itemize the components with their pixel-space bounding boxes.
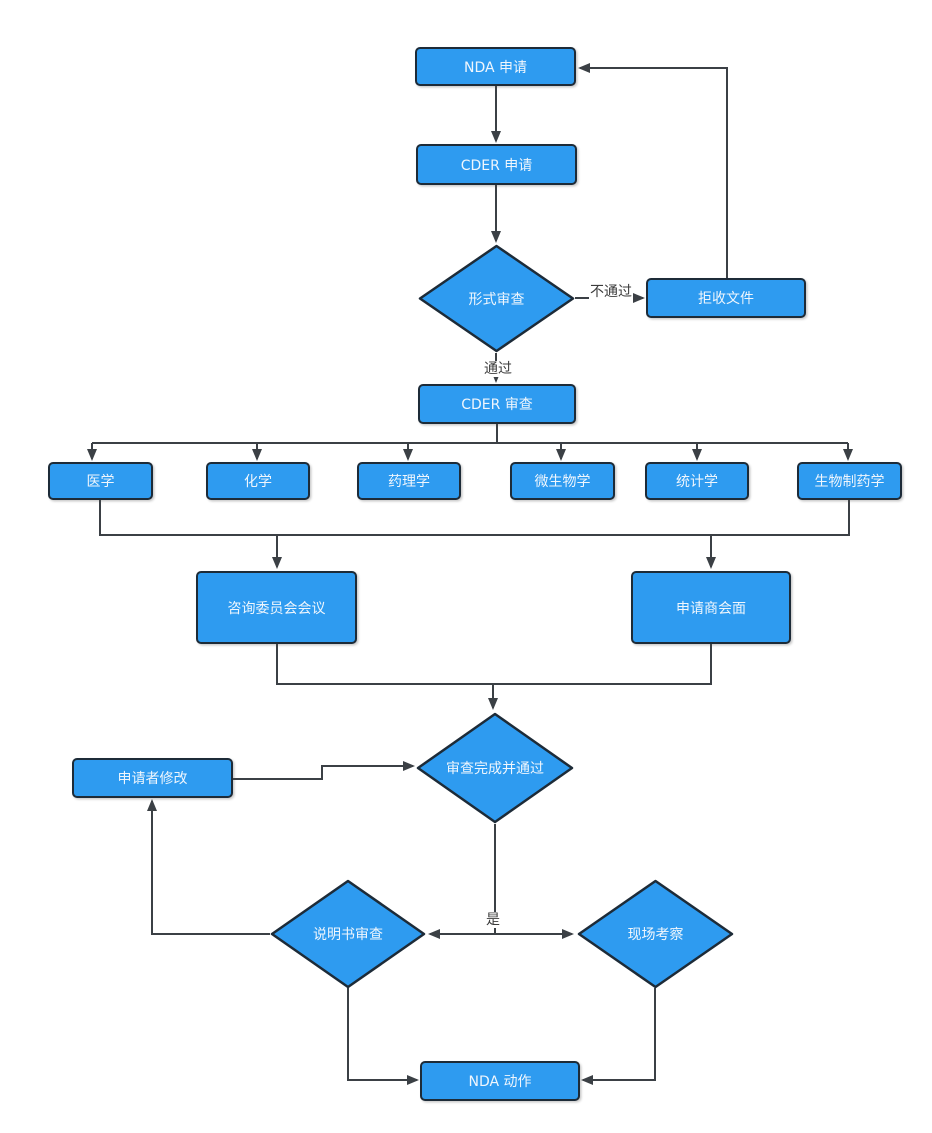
node-label: NDA 申请 [463,59,528,76]
node-review-complete-passed: 审查完成并通过 [416,712,574,824]
node-pharmacology: 药理学 [357,462,461,500]
node-applicant-meeting: 申请商会面 [631,571,791,644]
node-advisory-committee-meeting: 咨询委员会会议 [196,571,357,644]
node-label: 拒收文件 [698,291,754,307]
node-label: 说明书审查 [313,927,383,943]
node-label: 化学 [244,474,272,490]
node-label: 申请者修改 [117,771,188,787]
node-label: 统计学 [676,474,718,490]
node-label: CDER 申请 [460,157,533,174]
node-label: 现场考察 [627,927,684,943]
diamond-shape [577,879,734,989]
node-label: 申请商会面 [676,600,746,617]
node-formal-review: 形式审查 [418,244,575,353]
node-applicant-modification: 申请者修改 [72,758,233,798]
node-site-inspection: 现场考察 [577,879,734,989]
node-reject-documents: 拒收文件 [646,278,806,318]
edge-label-passed: 通过 [483,361,513,378]
node-label: 药理学 [388,474,430,490]
node-biopharmaceutics: 生物制药学 [797,462,902,500]
node-nda-application: NDA 申请 [415,47,576,86]
node-chemistry: 化学 [206,462,310,500]
node-label: 审查完成并通过 [446,761,544,777]
node-nda-action: NDA 动作 [420,1061,580,1101]
diamond-shape [416,712,574,824]
node-label: 微生物学 [534,474,591,490]
node-statistics: 统计学 [645,462,749,500]
node-cder-application: CDER 申请 [416,144,577,185]
edge-label-yes: 是 [485,912,501,929]
edge-label-not-passed: 不通过 [589,284,633,301]
node-label: 咨询委员会会议 [227,600,326,617]
node-label: 生物制药学 [814,474,885,490]
node-label: NDA 动作 [468,1074,532,1090]
node-medicine: 医学 [48,462,153,500]
node-label-review: 说明书审查 [270,879,426,989]
node-label: CDER 审查 [461,397,533,413]
node-label: 形式审查 [468,291,525,308]
diamond-shape [270,879,426,989]
node-label: 医学 [86,474,115,490]
diamond-shape [418,244,575,353]
node-microbiology: 微生物学 [510,462,615,500]
node-cder-review: CDER 审查 [418,384,576,424]
